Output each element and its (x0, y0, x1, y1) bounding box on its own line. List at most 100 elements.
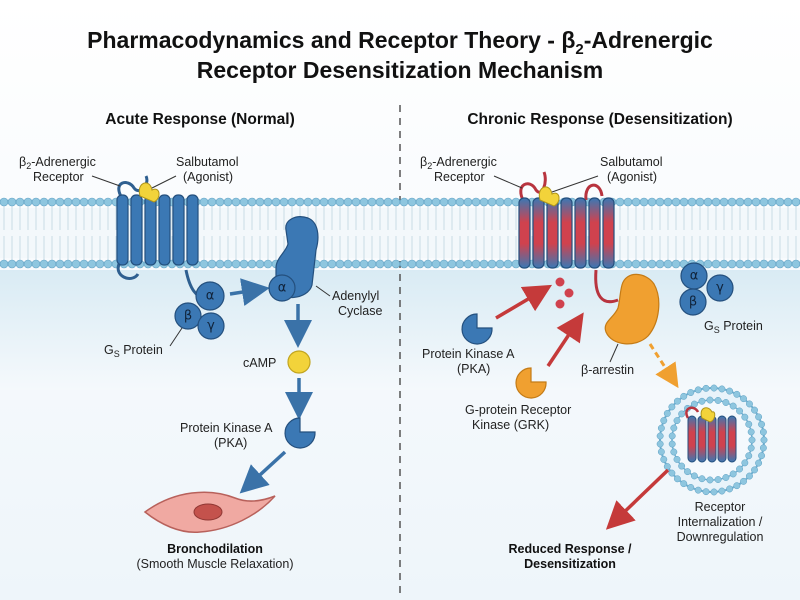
lipid-head (399, 197, 409, 207)
lipid-head (783, 197, 793, 207)
vesicle-agonist (700, 407, 716, 423)
vesicle-helix-1 (687, 415, 697, 463)
right-gs-gamma-label: γ (716, 281, 724, 296)
lipid-head (303, 197, 313, 207)
vesicle-lipid-head (670, 424, 678, 432)
lipid-head (391, 259, 401, 269)
lipid-head (287, 197, 297, 207)
vesicle-lipid-head (660, 417, 668, 425)
right-agonist-label-line2: (Agonist) (607, 170, 657, 184)
lipid-head (55, 197, 65, 207)
lipid-head (7, 259, 17, 269)
right-pka-label-line2: (PKA) (457, 362, 490, 376)
lipid-head (711, 197, 721, 207)
intern-label-line2: Internalization / (678, 515, 763, 529)
vesicle-lipid-head (714, 397, 722, 404)
lipid-head (255, 197, 265, 207)
lipid-head (239, 197, 249, 207)
left-receptor-label: β2-Adrenergic (19, 155, 96, 171)
vesicle-lipid-head (745, 420, 753, 428)
lipid-head (375, 259, 385, 269)
lipid-head (671, 259, 681, 269)
left-outcome-line2: (Smooth Muscle Relaxation) (136, 557, 293, 571)
vesicle-lipid-head (751, 406, 758, 414)
lipid-head (223, 197, 233, 207)
lipid-head (295, 197, 305, 207)
vesicle-lipid-head (687, 484, 695, 491)
vesicle-lipid-head (745, 452, 753, 460)
lipid-head (23, 259, 33, 269)
vesicle-lipid-head (710, 488, 718, 496)
vesicle-lipid-head (673, 455, 681, 463)
vesicle-lipid-head (690, 472, 698, 480)
left-outcome-line1: Bronchodilation (167, 542, 263, 556)
right-helix-2 (532, 197, 545, 269)
lipid-head (471, 259, 481, 269)
lipid-head (311, 197, 321, 207)
left-gs-beta (174, 302, 202, 330)
vesicle-lipid-head (680, 480, 688, 488)
lipid-head (479, 259, 489, 269)
vesicle-lipid-head (755, 459, 763, 467)
lipid-head (55, 259, 65, 269)
lipid-head (279, 197, 289, 207)
lipid-head (87, 259, 97, 269)
grk (515, 367, 547, 399)
lipid-head (63, 197, 73, 207)
lipid-head (759, 197, 769, 207)
lipid-head (215, 197, 225, 207)
right-gs-beta-label: β (689, 295, 697, 310)
lipid-head (71, 259, 81, 269)
left-agonist-label-line2: (Agonist) (183, 170, 233, 184)
lipid-head (87, 197, 97, 207)
vesicle-helix-3 (707, 415, 717, 463)
lipid-head (431, 197, 441, 207)
arrow-pka-to-muscle (239, 450, 287, 494)
vesicle-lipid-head (741, 459, 749, 467)
lipid-head (735, 259, 745, 269)
vesicle-lipid-head (741, 413, 749, 421)
left-gs-leader (169, 327, 183, 347)
intern-label-line1: Receptor (695, 500, 746, 514)
lipid-head (255, 259, 265, 269)
vesicle-lipid-head (673, 475, 681, 483)
lipid-head (455, 259, 465, 269)
vesicle-lipid-head (722, 399, 730, 406)
vesicle-lipid-head (759, 428, 767, 436)
lipid-head (479, 197, 489, 207)
lipid-head (47, 259, 57, 269)
lipid-head (623, 259, 633, 269)
vesicle-lipid-head (733, 482, 741, 490)
right-outcome-line2: Desensitization (524, 557, 616, 571)
lipid-head (447, 259, 457, 269)
vesicle-lipid-head (690, 400, 698, 408)
vesicle-lipid-head (673, 417, 681, 425)
vesicle-lipid-head (687, 389, 695, 396)
lipid-head (79, 197, 89, 207)
lipid-head (751, 197, 761, 207)
left-gs-protein: α β γ (174, 281, 225, 340)
lipid-head (247, 259, 257, 269)
lipid-head (623, 197, 633, 207)
lipid-head (775, 197, 785, 207)
right-receptor (518, 171, 619, 309)
lipid-head (223, 259, 233, 269)
right-helix-5 (574, 197, 587, 269)
lipid-head (327, 197, 337, 207)
vesicle-helix-4 (717, 415, 727, 463)
lipid-head (231, 197, 241, 207)
lipid-head (695, 197, 705, 207)
vesicle-lipid-head (706, 476, 714, 484)
lipid-head (615, 259, 625, 269)
lipid-head (335, 197, 345, 207)
lipid-head (439, 197, 449, 207)
lipid-head (351, 259, 361, 269)
vesicle-lipid-head (726, 387, 734, 395)
lipid-head (487, 259, 497, 269)
right-receptor-label-line2: Receptor (434, 170, 485, 184)
vesicle-lipid-head (726, 485, 734, 493)
right-panel-heading: Chronic Response (Desensitization) (467, 111, 732, 128)
lipid-head (367, 197, 377, 207)
right-gs-alpha-label: α (690, 269, 699, 284)
